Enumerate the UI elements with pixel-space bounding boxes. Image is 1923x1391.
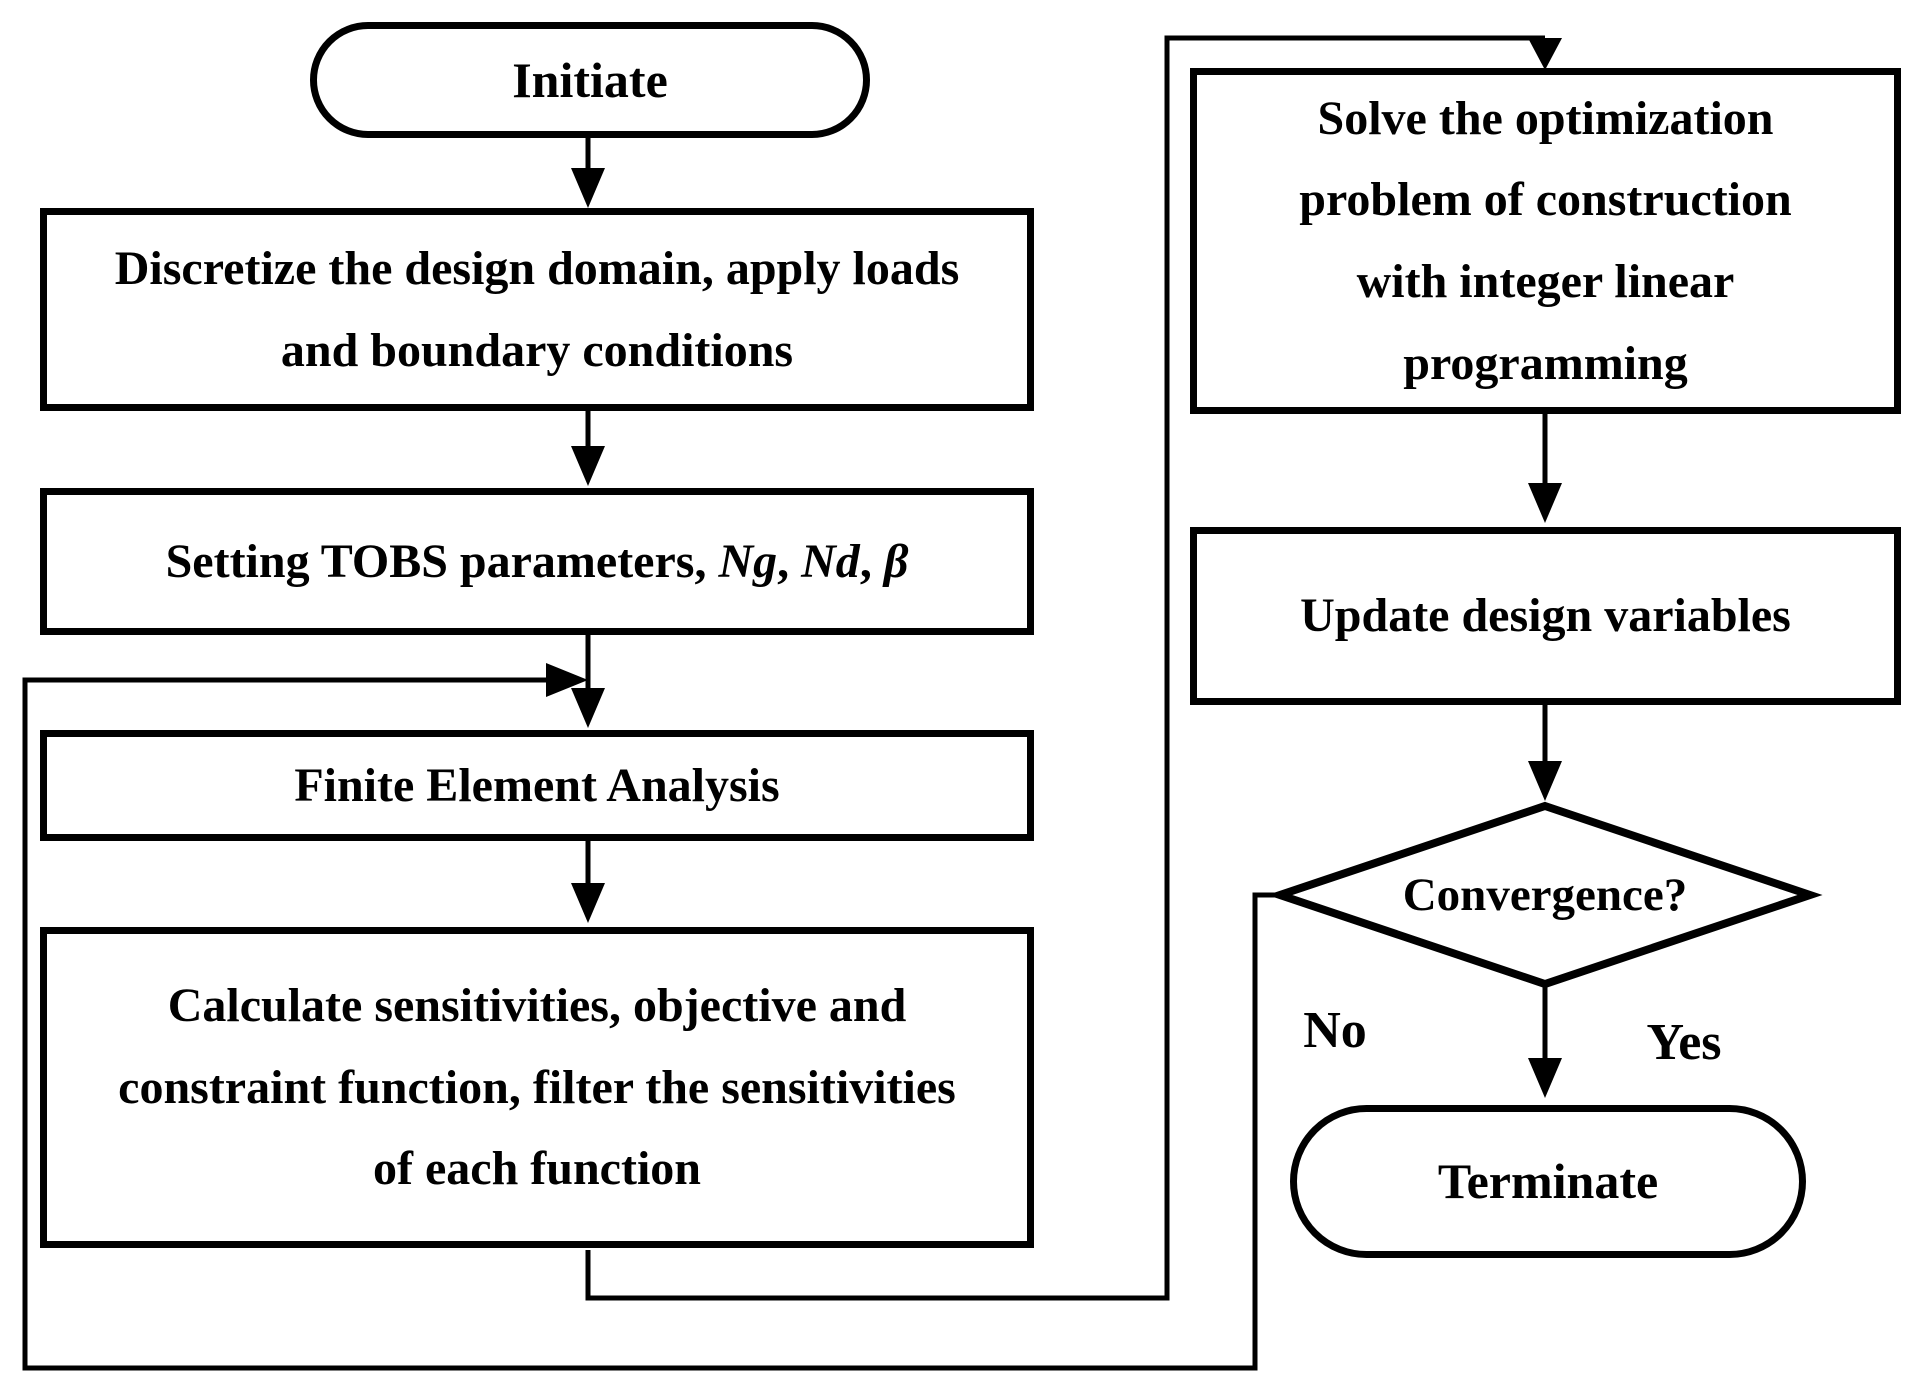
connector-no-loop	[22, 677, 1280, 1371]
branch-label-no: No	[1303, 1001, 1367, 1059]
node-terminate-label: Terminate	[1437, 1153, 1659, 1209]
node-solve-label: Solve the optimization problem of constr…	[1299, 91, 1792, 390]
node-discretize-label: Discretize the design domain, apply load…	[114, 241, 960, 377]
node-terminate: Terminate	[1290, 1105, 1806, 1258]
arrowhead-into-terminate	[1528, 1058, 1562, 1098]
node-solve-optimization: Solve the optimization problem of constr…	[1190, 68, 1901, 414]
node-calculate-sensitivities: Calculate sensitivities, objective and c…	[40, 927, 1034, 1248]
node-discretize: Discretize the design domain, apply load…	[40, 208, 1034, 411]
param-nd: Nd	[801, 534, 860, 588]
node-setting-tobs-label: Setting TOBS parameters, Ng, Nd, β	[165, 534, 909, 588]
node-update-label: Update design variables	[1300, 589, 1791, 643]
node-calculate-label: Calculate sensitivities, objective and c…	[118, 979, 956, 1196]
arrowhead-loopback-right	[546, 663, 588, 697]
node-initiate-label: Initiate	[512, 51, 668, 108]
node-update-design-variables: Update design variables	[1190, 527, 1901, 705]
arrowhead-into-discretize	[571, 168, 605, 208]
connector-calculate-to-solve	[585, 35, 1545, 1301]
arrowhead-into-update	[1528, 483, 1562, 523]
arrowhead-into-calculate	[571, 883, 605, 923]
node-convergence-label: Convergence?	[1402, 869, 1688, 921]
param-beta: β	[883, 534, 909, 588]
node-fea-label: Finite Element Analysis	[294, 758, 780, 812]
arrowhead-into-solve	[1528, 38, 1562, 70]
node-finite-element-analysis: Finite Element Analysis	[40, 730, 1034, 841]
branch-label-yes: Yes	[1646, 1013, 1722, 1071]
arrowhead-into-fea	[571, 688, 605, 728]
node-setting-tobs: Setting TOBS parameters, Ng, Nd, β	[40, 488, 1034, 635]
param-ng: Ng	[718, 534, 778, 588]
node-initiate: Initiate	[310, 22, 870, 138]
arrowhead-into-setting	[571, 446, 605, 486]
convergence-diamond	[1267, 801, 1823, 989]
arrowhead-into-convergence	[1528, 761, 1562, 801]
